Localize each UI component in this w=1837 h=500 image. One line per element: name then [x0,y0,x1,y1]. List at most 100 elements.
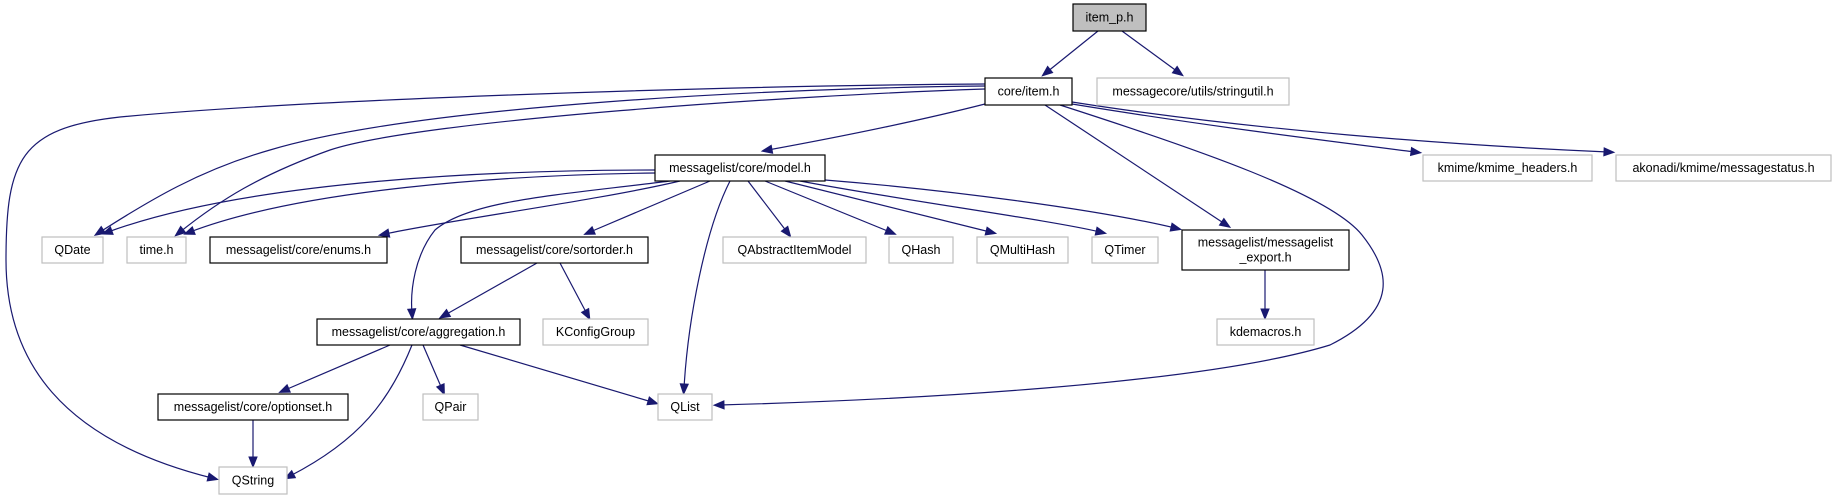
arrowhead-icon [1041,65,1054,77]
arrowhead-icon [435,382,445,396]
node-box [1091,236,1159,264]
edge-line [384,180,681,235]
node-item-p[interactable]: item_p.h [1072,3,1147,32]
edge-line [764,180,891,233]
node-box [1615,154,1832,182]
node-qtimer[interactable]: QTimer [1091,236,1159,264]
edge-line [444,262,538,316]
node-qstring[interactable]: QString [218,466,288,495]
node-box [422,393,479,421]
arrowhead-icon [248,456,258,469]
node-stringutil[interactable]: messagecore/utils/stringutil.h [1096,77,1290,106]
edge-model-to-qabstractitemmodel [747,180,792,238]
node-box [157,393,349,421]
edge-model-to-qlist [679,180,731,396]
node-box [41,236,104,264]
edge-optionset-to-qstring [248,420,258,469]
node-optionset[interactable]: messagelist/core/optionset.h [157,393,349,421]
node-qmultihash[interactable]: QMultiHash [976,236,1069,264]
node-label: messagelist/messagelist [1198,236,1334,250]
arrowhead-icon [1603,147,1616,157]
node-kconfiggroup[interactable]: KConfigGroup [542,318,649,346]
node-model[interactable]: messagelist/core/model.h [654,154,826,182]
arrowhead-icon [760,144,774,154]
node-core-item[interactable]: core/item.h [984,77,1073,106]
node-qpair[interactable]: QPair [422,393,479,421]
node-sortorder[interactable]: messagelist/core/sortorder.h [460,236,649,264]
node-label: QTimer [1104,243,1145,257]
node-qdate[interactable]: QDate [41,236,104,264]
edge-core_item-to-qstring [5,83,986,482]
node-kdemacros[interactable]: kdemacros.h [1216,318,1315,346]
node-qabstractitemmodel[interactable]: QAbstractItemModel [722,236,867,264]
node-label: QAbstractItemModel [738,243,852,257]
arrowhead-icon [101,226,114,235]
node-box [1422,154,1593,182]
node-box [657,393,713,421]
node-time-h[interactable]: time.h [126,236,187,264]
edge-line [422,344,443,390]
arrowhead-icon [646,396,660,406]
edge-line [683,180,731,389]
node-enums[interactable]: messagelist/core/enums.h [209,236,388,264]
arrowhead-icon [174,225,187,237]
arrowhead-icon [278,383,292,393]
node-box [984,77,1073,106]
edge-aggregation-to-optionset [278,344,391,393]
node-label: item_p.h [1086,11,1134,25]
edge-line [289,344,413,477]
edge-export-to-kdemacros [1260,270,1270,321]
node-label: QPair [435,400,467,414]
edge-line [411,180,671,314]
edge-core_item-to-export [1044,104,1232,229]
node-box [218,466,288,495]
node-box [722,236,867,264]
arrowhead-icon [1094,226,1108,236]
edge-sortorder-to-aggregation [438,262,538,319]
node-box [542,318,649,346]
arrowhead-icon [377,228,391,238]
node-label: messagelist/core/sortorder.h [476,243,633,257]
edge-line [589,180,711,233]
node-label: QString [232,474,274,488]
edge-core_item-to-model [760,103,986,154]
arrowhead-icon [679,383,690,396]
edge-model-to-enums [377,180,681,238]
edge-line [799,180,1101,233]
arrowhead-icon [1169,222,1183,232]
edge-aggregation-to-qlist [459,344,660,406]
node-box [1096,77,1290,106]
node-box [1216,318,1315,346]
node-label: _export.h [1238,251,1291,265]
node-box [654,154,826,182]
arrowhead-icon [183,225,196,235]
edge-model-to-qdate [101,169,656,235]
node-label: KConfigGroup [556,325,635,339]
edge-line [1044,104,1226,225]
edge-line [1046,30,1099,73]
node-box [316,318,521,346]
edge-line [1121,30,1179,73]
node-label: kdemacros.h [1230,325,1302,339]
node-label: messagelist/core/model.h [669,161,811,175]
edge-core_item-to-qlist [712,104,1384,410]
node-label: QMultiHash [990,243,1055,257]
edges-layer [5,30,1616,482]
node-label: akonadi/kmime/messagestatus.h [1632,161,1814,175]
node-qlist[interactable]: QList [657,393,713,421]
edge-line [824,179,1176,229]
edge-model-to-time_h [183,172,656,235]
arrowhead-icon [406,308,417,321]
edge-line [747,180,788,233]
node-kmime-headers[interactable]: kmime/kmime_headers.h [1422,154,1593,182]
arrowhead-icon [438,308,452,319]
node-aggregation[interactable]: messagelist/core/aggregation.h [316,318,521,346]
node-export[interactable]: messagelist/messagelist_export.h [1181,229,1350,271]
node-qhash[interactable]: QHash [888,236,954,264]
edge-core_item-to-time_h [174,88,986,237]
edge-line [459,344,653,403]
edge-model-to-qmultihash [784,180,998,236]
edge-line [179,88,986,233]
node-messagestatus[interactable]: akonadi/kmime/messagestatus.h [1615,154,1832,182]
edge-line [189,172,656,233]
